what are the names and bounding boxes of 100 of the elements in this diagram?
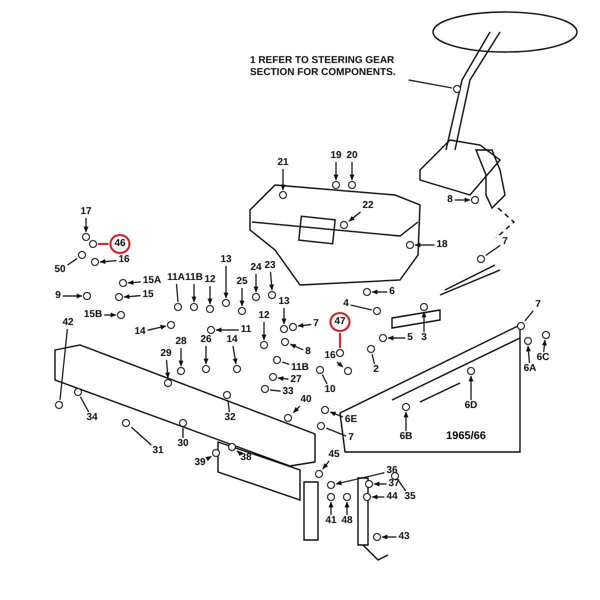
callout-number: 8 <box>446 195 454 205</box>
part-drawing <box>252 293 260 301</box>
part-drawing <box>122 418 130 427</box>
part-drawing <box>516 322 525 330</box>
part-drawing <box>284 414 292 422</box>
leader-line <box>224 266 228 299</box>
part-drawing <box>476 254 485 263</box>
leader-line <box>398 480 406 492</box>
callout-number: 11B <box>290 363 310 373</box>
callout-number: 6B <box>398 432 414 442</box>
callout-number: 40 <box>299 395 313 405</box>
year-note: 1965/66 <box>446 430 486 442</box>
part-drawing <box>316 366 324 374</box>
part-drawing <box>55 400 64 409</box>
leader-line <box>293 406 300 413</box>
part-drawing <box>467 367 475 375</box>
part-drawing <box>363 288 371 296</box>
callout-number: 15B <box>82 310 104 320</box>
callout-number: 2 <box>372 365 380 375</box>
part-drawing <box>524 337 532 346</box>
leader-line <box>350 304 372 311</box>
callout-number: 13 <box>277 297 291 307</box>
part-drawing <box>273 356 282 364</box>
part-drawing <box>179 419 187 427</box>
leader-line <box>404 411 408 431</box>
leader-line <box>98 243 108 245</box>
callout-number: 20 <box>345 151 359 161</box>
callout-number: 12 <box>257 311 271 321</box>
leader-line <box>330 412 344 418</box>
leader-line <box>454 198 471 202</box>
part-drawing <box>279 191 287 199</box>
part-drawing <box>327 481 336 490</box>
part-drawing <box>174 302 182 311</box>
part-drawing <box>406 241 414 249</box>
leader-line <box>192 284 196 303</box>
part-drawing <box>340 221 348 230</box>
leader-line <box>486 244 501 256</box>
leader-line <box>147 324 166 331</box>
leader-line <box>322 460 330 470</box>
callout-number: 12 <box>203 275 217 285</box>
leader-line <box>526 345 531 364</box>
callout-number: 3 <box>420 333 428 343</box>
leader-line <box>344 501 350 515</box>
leader-line <box>127 280 141 285</box>
leader-line <box>205 456 212 462</box>
leader-line <box>322 374 328 384</box>
part-drawing <box>117 311 125 319</box>
part-drawing <box>190 303 198 311</box>
leader-line <box>182 428 184 438</box>
callout-number: 28 <box>174 337 188 347</box>
leader-line <box>422 311 426 332</box>
part-drawing <box>373 533 381 541</box>
part-drawing <box>177 367 185 375</box>
leader-line <box>262 322 266 341</box>
leader-line <box>290 344 304 350</box>
part-drawing <box>314 470 323 478</box>
callout-number: 32 <box>223 413 237 423</box>
callout-number: 33 <box>281 387 295 397</box>
callout-number: 7 <box>534 300 542 310</box>
callout-number: 38 <box>239 453 253 463</box>
callout-number: 25 <box>235 277 249 287</box>
callout-number: 30 <box>176 439 190 449</box>
part-drawing <box>119 279 128 288</box>
part-drawing <box>91 258 100 266</box>
callout-number: 36 <box>385 466 399 476</box>
part-drawing <box>261 385 270 394</box>
leader-line <box>67 258 78 266</box>
part-drawing <box>268 290 276 299</box>
part-drawing <box>207 326 215 334</box>
callout-number: 7 <box>501 237 509 247</box>
leader-line <box>269 272 274 291</box>
leader-line <box>334 162 338 181</box>
leader-line <box>524 310 534 322</box>
callout-number: 6 <box>388 287 396 297</box>
callout-number: 37 <box>387 479 401 489</box>
leader-line <box>350 162 354 181</box>
leader-line <box>208 286 212 305</box>
leader-line <box>104 312 117 318</box>
callout-number: 6C <box>536 353 550 363</box>
part-drawing <box>327 493 335 501</box>
part-drawing <box>344 367 352 376</box>
leader-line <box>336 362 344 368</box>
leader-line <box>328 501 334 515</box>
leader-line <box>80 396 90 412</box>
part-drawing <box>452 84 461 93</box>
leader-line <box>130 426 152 446</box>
part-drawing <box>83 292 91 300</box>
part-drawing <box>82 233 90 241</box>
part-drawing <box>232 364 241 373</box>
leader-line <box>232 346 238 365</box>
leader-line <box>84 218 88 233</box>
callout-number: 27 <box>289 375 303 385</box>
part-drawing <box>542 331 550 340</box>
part-drawing <box>74 388 82 396</box>
callout-number: 39 <box>193 458 207 468</box>
leader-line <box>371 290 388 294</box>
leader-line <box>339 333 341 348</box>
leader-line <box>297 323 312 328</box>
leader-line <box>348 212 361 222</box>
part-drawing <box>332 181 340 189</box>
